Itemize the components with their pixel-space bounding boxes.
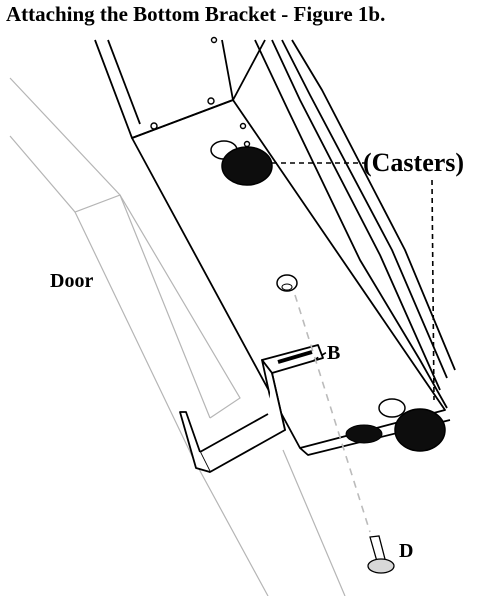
- figure-title: Attaching the Bottom Bracket - Figure 1b…: [6, 2, 386, 26]
- cabinet-body: [94, 39, 456, 456]
- caster-upper: [210, 140, 273, 186]
- carriage-bolt: [367, 535, 395, 574]
- door-panel: [9, 77, 346, 596]
- leader-lines: [272, 162, 435, 401]
- bottom-bracket: [179, 344, 324, 473]
- door-label: Door: [50, 270, 94, 292]
- bracket-b-label: B: [327, 342, 341, 364]
- bolt-path: [294, 294, 371, 533]
- caster-lower: [345, 398, 446, 452]
- bolt-d-label: D: [399, 540, 414, 562]
- top-screws: [150, 36, 251, 148]
- casters-label: (Casters): [363, 148, 465, 177]
- bolt-hole: [276, 274, 298, 292]
